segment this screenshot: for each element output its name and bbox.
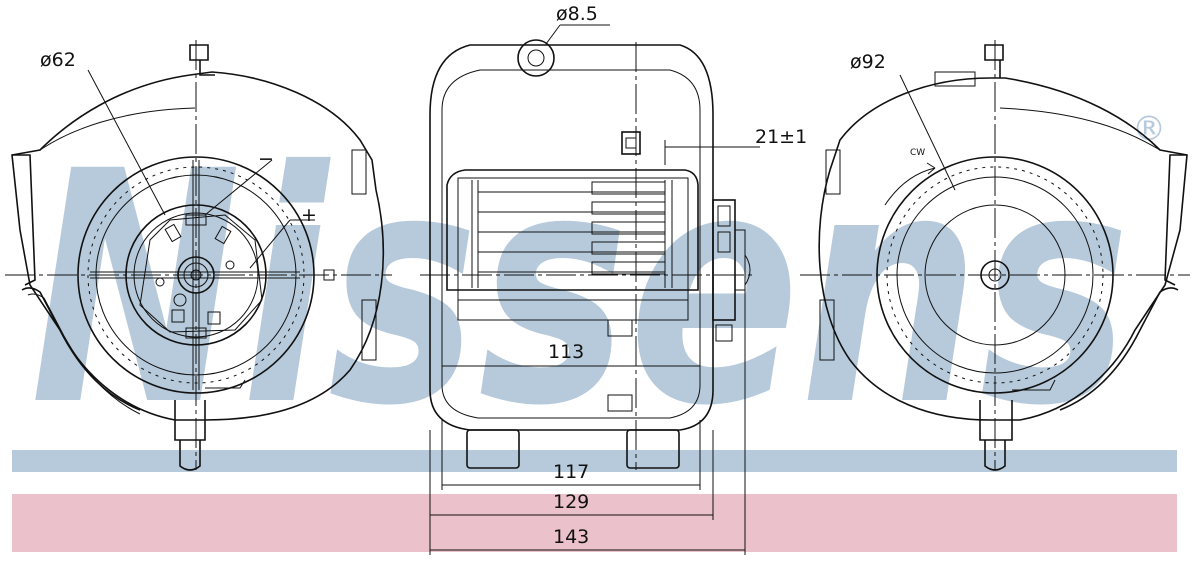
plus-terminal-label: + <box>301 204 317 226</box>
right-view <box>800 40 1190 471</box>
dimension-143: 143 <box>553 526 589 548</box>
center-view <box>420 24 760 555</box>
mounting-hole-label: ø8.5 <box>556 3 598 25</box>
dimension-117: 117 <box>553 461 589 483</box>
dimension-129: 129 <box>553 491 589 513</box>
offset-dimension-label: 21±1 <box>755 126 807 148</box>
minus-terminal-label: − <box>258 148 274 170</box>
left-diameter-label: ø62 <box>40 49 76 71</box>
blue-band <box>12 450 1177 472</box>
left-view <box>5 40 392 471</box>
fan-blade-lines <box>471 180 673 288</box>
right-diameter-label: ø92 <box>850 51 886 73</box>
dimension-113: 113 <box>548 341 584 363</box>
pink-band <box>12 494 1177 552</box>
rotation-direction-label: CW <box>910 148 925 158</box>
registered-mark: ® <box>1132 109 1166 149</box>
